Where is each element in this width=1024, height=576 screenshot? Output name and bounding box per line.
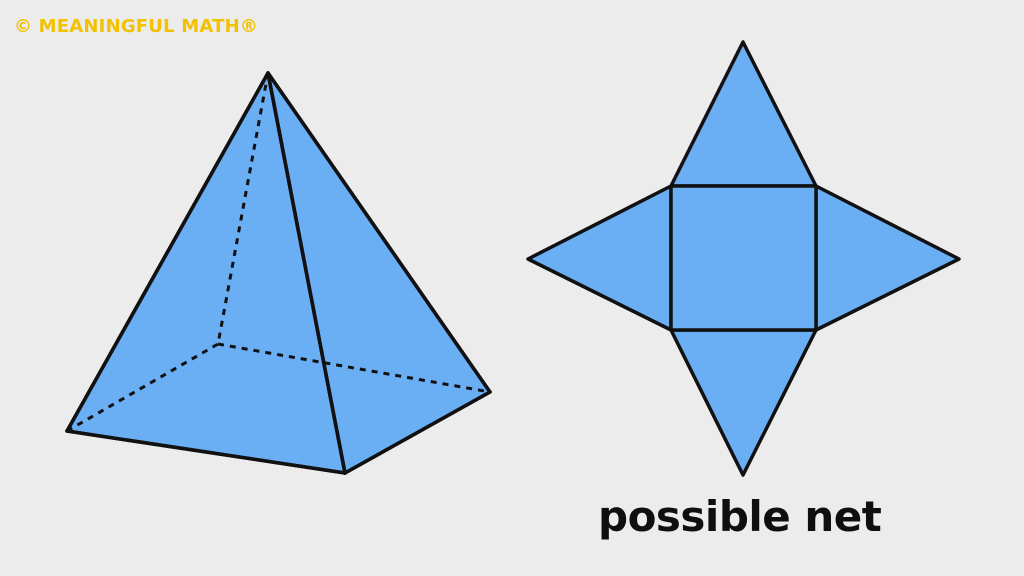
hidden-edge-apex bbox=[216, 72, 270, 345]
hidden-edge-back bbox=[217, 342, 491, 394]
net-triangle-bottom bbox=[669, 328, 818, 477]
net-triangle-top bbox=[669, 40, 818, 188]
edge-apex-front bbox=[266, 71, 347, 475]
pyramid-visible-edges bbox=[65, 71, 492, 475]
square-pyramid bbox=[65, 71, 492, 475]
net-caption: possible net bbox=[598, 492, 882, 541]
net-square-base bbox=[669, 184, 818, 332]
edge-apex-right bbox=[266, 71, 492, 394]
copyright-label: © MEANINGFUL MATH® bbox=[14, 16, 259, 37]
edge-apex-left bbox=[65, 71, 270, 433]
net-triangle-right bbox=[814, 184, 961, 332]
hidden-edge-left bbox=[66, 342, 219, 433]
pyramid-net bbox=[526, 40, 961, 477]
net-triangle-left bbox=[526, 184, 673, 332]
edge-base-front bbox=[65, 429, 347, 475]
edge-base-right bbox=[343, 390, 492, 475]
pyramid-hidden-edges bbox=[66, 72, 491, 433]
